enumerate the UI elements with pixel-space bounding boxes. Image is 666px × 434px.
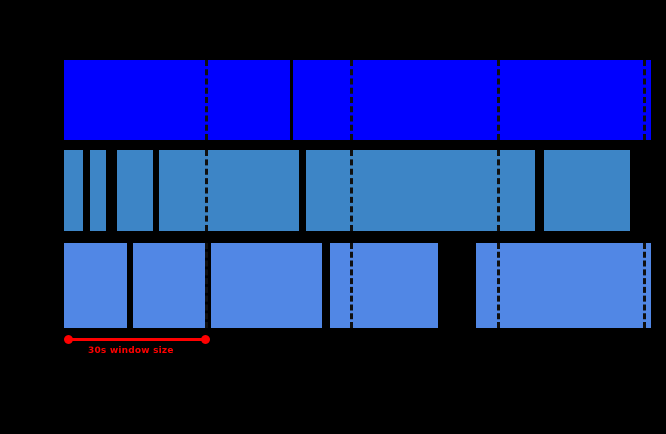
segment	[133, 243, 205, 328]
window-size-annotation: 30s window size	[0, 332, 666, 372]
window-boundary-line	[643, 60, 646, 140]
segment	[64, 60, 290, 140]
window-boundary-line	[350, 243, 353, 328]
window-boundary-line	[497, 150, 500, 231]
window-boundary-line	[497, 60, 500, 140]
annotation-end-marker	[201, 335, 210, 344]
window-boundary-line	[643, 243, 646, 328]
window-boundary-line	[350, 150, 353, 231]
window-boundary-line	[205, 60, 208, 140]
segment	[544, 150, 630, 231]
track-2	[0, 150, 651, 231]
annotation-label: 30s window size	[88, 346, 174, 356]
track-3	[0, 243, 651, 328]
segment	[476, 243, 651, 328]
window-boundary-line	[205, 243, 208, 328]
segment	[330, 243, 438, 328]
segment	[64, 243, 127, 328]
annotation-arrow-line	[68, 338, 205, 341]
window-boundary-line	[205, 150, 208, 231]
window-boundary-line	[350, 60, 353, 140]
window-boundary-line	[497, 243, 500, 328]
segment	[211, 243, 322, 328]
segment	[306, 150, 535, 231]
segment	[159, 150, 299, 231]
segment	[117, 150, 153, 231]
segment	[90, 150, 106, 231]
segment	[64, 150, 83, 231]
